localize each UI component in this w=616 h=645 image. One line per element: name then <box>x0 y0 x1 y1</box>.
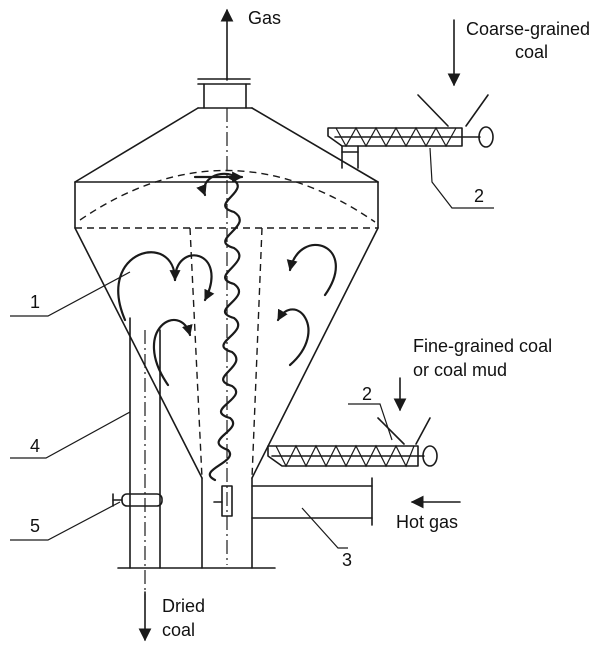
hot-gas-label: Hot gas <box>396 512 458 532</box>
callout-1: 1 <box>30 292 40 312</box>
gas-label: Gas <box>248 8 281 28</box>
coarse-coal-label-line2: coal <box>515 42 548 62</box>
fine-coal-screw-feeder <box>267 377 438 468</box>
coarse-coal-label-line1: Coarse-grained <box>466 19 590 39</box>
bottom-outlet-pipe <box>117 477 276 569</box>
dried-coal-label-line1: Dried <box>162 596 205 616</box>
dryer-cone <box>74 227 379 479</box>
dried-coal-discharge-pipe <box>129 317 161 642</box>
discharge-valve <box>112 493 163 507</box>
callout-5: 5 <box>30 516 40 536</box>
fine-coal-label-line2: or coal mud <box>413 360 507 380</box>
fine-coal-label-line1: Fine-grained coal <box>413 336 552 356</box>
central-vortex-spiral <box>208 176 241 482</box>
callout-2-mid: 2 <box>362 384 372 404</box>
flow-circulation-arrows <box>117 171 337 387</box>
hot-gas-inlet-pipe <box>213 477 461 526</box>
coarse-coal-screw-feeder <box>327 19 494 169</box>
callout-2-top: 2 <box>474 186 484 206</box>
gas-outlet-nozzle <box>197 78 251 109</box>
callout-3: 3 <box>342 550 352 570</box>
callout-4: 4 <box>30 436 40 456</box>
callout-leaders <box>10 147 494 549</box>
dried-coal-label-line2: coal <box>162 620 195 640</box>
dryer-roof <box>74 107 379 229</box>
